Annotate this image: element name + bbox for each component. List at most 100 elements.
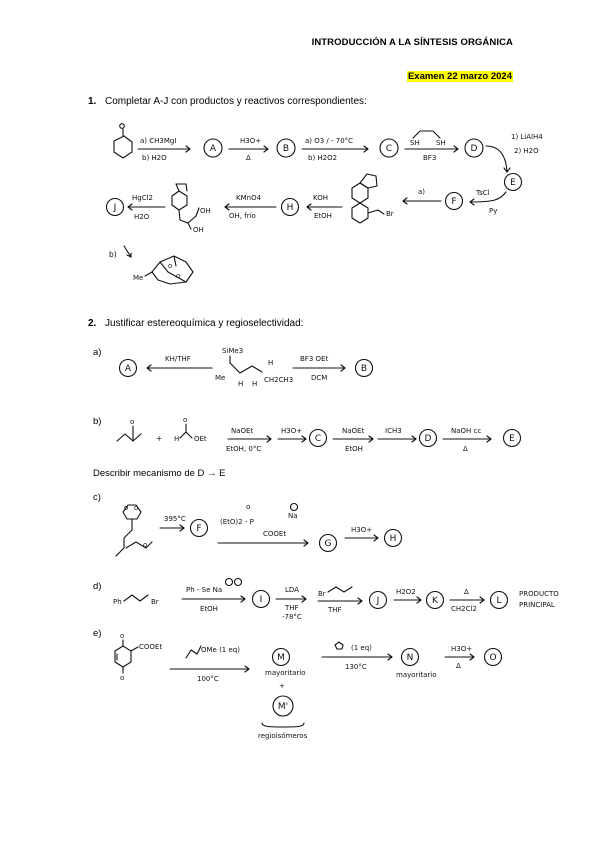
question-2-number: 2. — [88, 318, 97, 329]
q2e-brace — [261, 722, 305, 728]
q1-part-b-label: b) — [109, 250, 117, 259]
label-a: A — [210, 144, 217, 154]
svg-text:o: o — [120, 632, 124, 640]
svg-text:o: o — [168, 262, 172, 270]
q2b-reagent-4: ICH3 — [385, 427, 402, 435]
label-c: C — [386, 144, 392, 154]
q1-reagent-4a: SH — [410, 139, 420, 147]
q2d-minus-charge — [224, 577, 234, 587]
q1-reagent-5a: 1) LiAlH4 — [511, 133, 543, 141]
circle-label-2b-c — [308, 428, 328, 448]
quinone-ester-structure: o o COOEt — [114, 632, 162, 682]
q2e-m-major: mayoritario — [265, 669, 306, 677]
circle-label-2e-m-prime — [272, 695, 294, 717]
q1-reagent-8a: KOH — [313, 194, 328, 202]
q1-reagent-10a: HgCl2 — [132, 194, 153, 202]
q2d-product-line-1: PRODUCTO — [519, 590, 559, 598]
label-e: E — [510, 178, 516, 188]
q1-reagent-10b: H2O — [134, 213, 150, 221]
svg-text:CH2CH3: CH2CH3 — [264, 376, 293, 384]
q2e-reagent-3-top: H3O+ — [451, 645, 472, 653]
label-2c-f: F — [196, 524, 201, 534]
svg-text:o: o — [124, 504, 128, 512]
q1-reagent-3b: b) H2O2 — [308, 154, 337, 162]
svg-text:o: o — [130, 418, 134, 426]
q2e-cyclopentadiene — [334, 641, 344, 650]
circle-label-2d-k — [425, 590, 445, 610]
svg-text:H: H — [268, 359, 273, 367]
circle-label-2e-n — [400, 647, 420, 667]
label-2d-j: J — [376, 596, 380, 606]
q1-reagent-4c: BF3 — [423, 154, 436, 162]
label-2b-e: E — [509, 434, 515, 444]
q2d-reagent-2-bottom: -78°C — [282, 613, 302, 621]
circle-label-2a-a — [118, 358, 138, 378]
q2d-phenyl: Ph — [113, 598, 122, 606]
q2d-reagent-2-mid: THF — [284, 604, 299, 612]
svg-text:Br: Br — [386, 210, 394, 218]
q2d-allyl-chain — [327, 586, 353, 593]
label-2b-c: C — [315, 434, 321, 444]
q2d-bromide: Br — [151, 598, 159, 606]
q1-reagent-3a: a) O3 / - 70°C — [305, 137, 353, 145]
label-2a-b: B — [361, 364, 367, 374]
q2d-chain — [123, 594, 149, 602]
q2b-reagent-1-bottom: EtOH, 0°C — [226, 445, 261, 453]
q1-reagent-2b: Δ — [246, 154, 251, 162]
part-d-label: d) — [93, 581, 102, 592]
circle-label-2e-m — [271, 647, 291, 667]
label-2c-g: G — [325, 539, 332, 549]
circle-label-f — [444, 191, 464, 211]
svg-text:Me: Me — [215, 374, 225, 382]
mechanism-instruction: Describir mecanismo de D → E — [93, 468, 226, 479]
q1-part-b-arrow — [123, 245, 132, 258]
q2c-minus-charge — [289, 502, 299, 512]
q2d-reagent-1-top: Ph - Se Na — [186, 586, 222, 594]
circle-label-2a-b — [354, 358, 374, 378]
q2c-phosphonate-reagent: (EtO)2 - P — [220, 518, 254, 526]
label-2d-l: L — [496, 596, 501, 606]
q2e-reagent-3-bottom: Δ — [456, 662, 461, 670]
question-1-number: 1. — [88, 96, 97, 107]
q1-reagent-9a: KMnO4 — [236, 194, 262, 202]
q2c-reagent-3: H3O+ — [351, 526, 372, 534]
q2b-reagent-5-bottom: Δ — [463, 445, 468, 453]
svg-text:OH: OH — [193, 226, 204, 234]
q2e-reagent-1-bottom: 100°C — [197, 675, 219, 683]
circle-label-2c-h — [383, 528, 403, 548]
label-2e-m: M — [277, 653, 285, 663]
circle-label-2d-j — [368, 590, 388, 610]
q2d-reagent-2-top: LDA — [285, 586, 299, 594]
question-1-text: Completar A-J con productos y reactivos … — [105, 96, 367, 107]
svg-text:o: o — [120, 674, 124, 682]
q1-reagent-5b: 2) H2O — [514, 147, 539, 155]
circle-label-2d-i — [251, 589, 271, 609]
q2e-reagent-2-top: (1 eq) — [351, 644, 372, 652]
circle-label-d — [464, 138, 484, 158]
bicyclic-ketal-structure: o o Me — [133, 255, 194, 285]
q2a-reagent-left: KH/THF — [165, 355, 191, 363]
svg-text:o: o — [183, 416, 187, 424]
q2a-reagent-right-top: BF3 OEt — [300, 355, 328, 363]
question-2-text: Justificar estereoquímica y regioselecti… — [105, 318, 304, 329]
q2c-cooet: COOEt — [263, 530, 286, 538]
allylsilane-structure: SiMe3 Me H H H CH2CH3 — [215, 347, 293, 388]
part-e-label: e) — [93, 628, 102, 639]
q1-curved-arrow-6 — [469, 191, 507, 203]
svg-text:H: H — [238, 380, 243, 388]
q2d-product-line-2: PRINCIPAL — [519, 601, 555, 609]
q2d-plus-charge — [233, 577, 243, 587]
svg-text:COOEt: COOEt — [139, 643, 162, 651]
q2b-reagent-3-top: NaOEt — [342, 427, 364, 435]
label-f: F — [451, 197, 456, 207]
q1-curved-arrow-5 — [485, 145, 508, 173]
svg-text:H: H — [252, 380, 257, 388]
part-c-label: c) — [93, 492, 101, 503]
q2e-n-major: mayoritario — [396, 671, 437, 679]
ethyl-formate-structure: H o OEt — [174, 416, 207, 443]
label-j: J — [113, 203, 117, 213]
circle-label-2c-g — [318, 533, 338, 553]
spiro-dithiane-bromide-structure: Br — [351, 173, 394, 224]
q1-reagent-2a: H3O+ — [240, 137, 261, 145]
